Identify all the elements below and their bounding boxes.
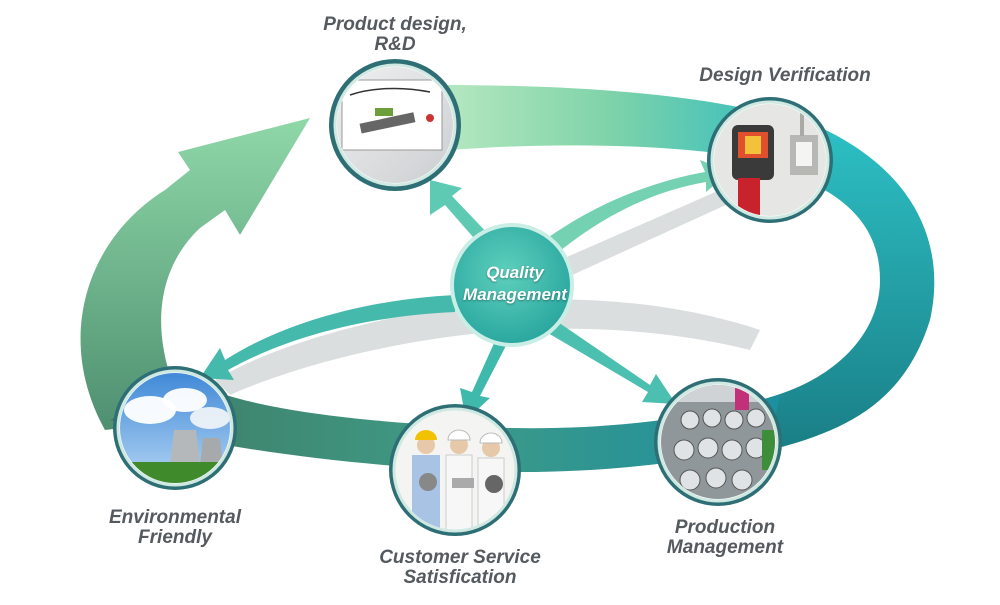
label-product-design-line2: R&D	[374, 34, 416, 55]
spoke-to-environmental	[200, 295, 455, 380]
center-label-line1: Quality	[486, 263, 544, 282]
cycle-arrow-left	[80, 118, 310, 430]
cycle-band-right	[760, 112, 935, 450]
inner-loop-upper	[560, 190, 728, 276]
spoke-to-product-design	[430, 180, 492, 245]
center-label: Quality Management	[445, 262, 585, 306]
center-hub	[450, 223, 574, 347]
label-design-verification: Design Verification	[680, 66, 890, 86]
node-product-design[interactable]	[329, 59, 461, 191]
label-environmental-line2: Friendly	[138, 527, 212, 548]
photo-power-plant-icon	[120, 373, 230, 483]
label-product-design: Product design, R&D	[305, 15, 485, 55]
label-design-verification-line1: Design Verification	[699, 65, 871, 86]
spokes	[200, 160, 730, 420]
node-production-management[interactable]	[654, 378, 785, 510]
photo-factory-lamps-icon	[661, 385, 775, 499]
label-customer-service-line2: Satisfication	[403, 567, 517, 588]
label-production-management: Production Management	[655, 518, 795, 558]
spoke-to-design-verification	[545, 160, 730, 255]
label-product-design-line1: Product design,	[323, 14, 467, 35]
node-design-verification[interactable]	[707, 97, 833, 223]
photo-thermal-camera-icon	[714, 104, 826, 216]
label-production-management-line1: Production	[674, 517, 776, 538]
center-label-line2: Management	[463, 285, 567, 304]
label-customer-service: Customer Service Satisfication	[365, 548, 555, 588]
inner-loop	[215, 299, 760, 395]
node-environmental[interactable]	[113, 366, 237, 490]
node-customer-service[interactable]	[389, 404, 521, 536]
spoke-to-production	[548, 320, 676, 404]
label-environmental-line1: Environmental	[109, 507, 241, 528]
label-production-management-line2: Management	[666, 537, 784, 558]
label-environmental: Environmental Friendly	[100, 508, 250, 548]
spoke-to-customer-service	[460, 330, 512, 420]
photo-staff-helmets-icon	[395, 410, 515, 530]
photo-cad-screen-icon	[337, 67, 453, 183]
label-customer-service-line1: Customer Service	[379, 547, 541, 568]
